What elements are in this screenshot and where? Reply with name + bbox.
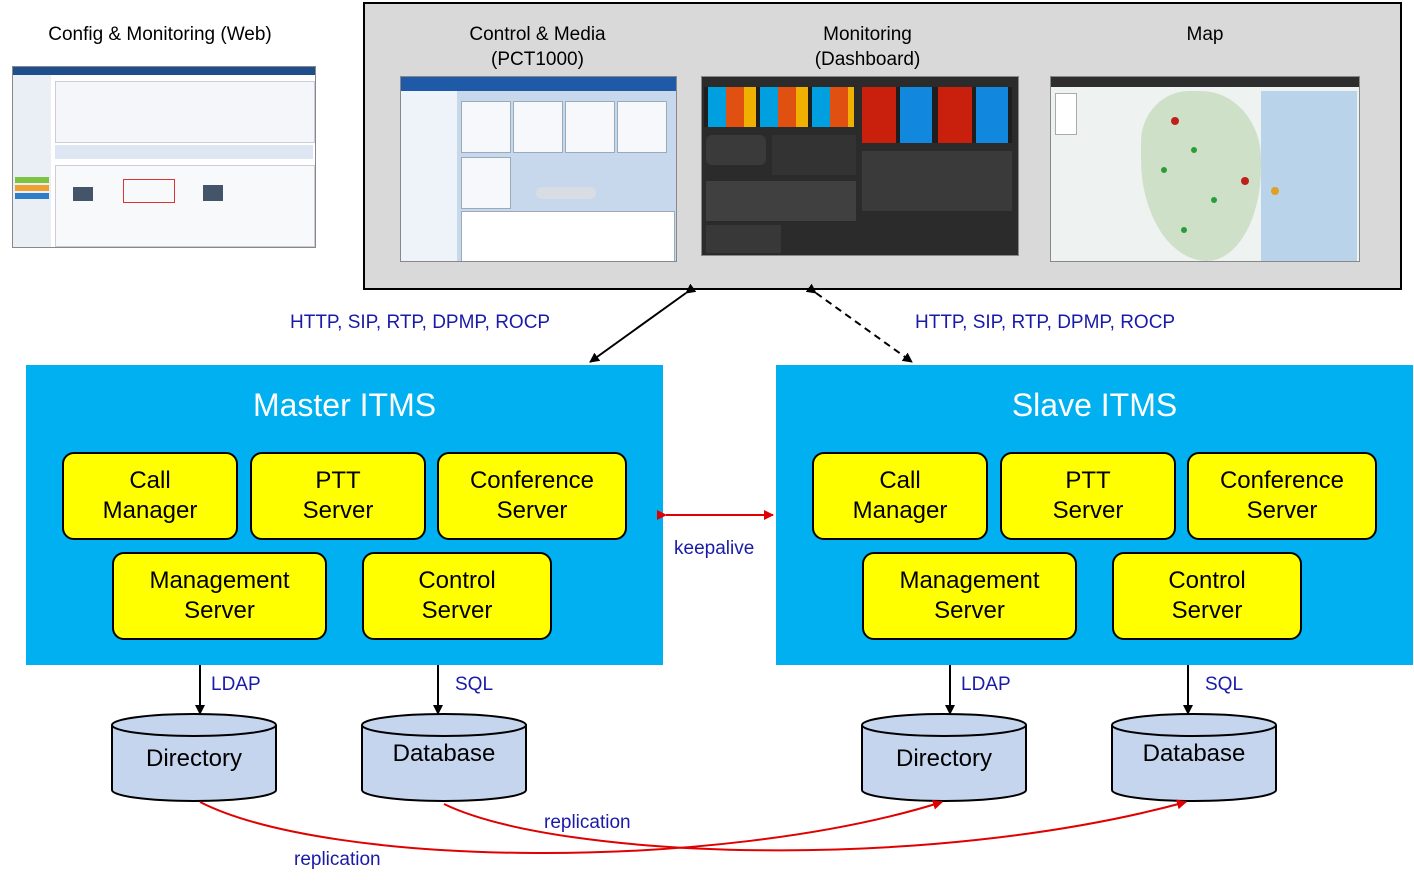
- dashboard-screenshot: [701, 76, 1019, 256]
- slave-itms-title: Slave ITMS: [1011, 387, 1178, 423]
- client-master-link: [589, 283, 697, 363]
- slave-database-cylinder: [1111, 713, 1277, 802]
- master-control-server: Control Server: [362, 552, 552, 640]
- web-console-screenshot: [12, 66, 316, 248]
- slave-conference-server: Conference Server: [1187, 452, 1377, 540]
- protocol-label-right: HTTP, SIP, RTP, DPMP, ROCP: [915, 312, 1176, 333]
- slave-management-server: Management Server: [862, 552, 1077, 640]
- monitoring-label: Monitoring (Dashboard): [814, 24, 921, 70]
- map-screenshot: [1050, 76, 1360, 262]
- master-call-manager: Call Manager: [62, 452, 238, 540]
- master-ptt-server: PTT Server: [250, 452, 426, 540]
- slave-itms: Slave ITMS Call Manager PTT Server Confe…: [776, 365, 1413, 665]
- master-database-cylinder: [361, 713, 527, 802]
- slave-directory-label: Directory: [895, 745, 992, 772]
- slave-call-manager: Call Manager: [812, 452, 988, 540]
- client-slave-link: [805, 283, 913, 363]
- control-media-label: Control & Media (PCT1000): [469, 24, 606, 70]
- slave-control-server: Control Server: [1112, 552, 1302, 640]
- directory-replication-arrow: [199, 799, 943, 854]
- master-itms: Master ITMS Call Manager PTT Server Conf…: [26, 365, 663, 665]
- master-ldap-label: LDAP: [211, 674, 261, 695]
- keepalive-label: keepalive: [674, 538, 755, 559]
- slave-ptt-server: PTT Server: [1000, 452, 1176, 540]
- protocol-label-left: HTTP, SIP, RTP, DPMP, ROCP: [290, 312, 551, 333]
- slave-ldap-label: LDAP: [961, 674, 1011, 695]
- directory-replication-label: replication: [294, 849, 381, 870]
- master-itms-title: Master ITMS: [252, 387, 437, 423]
- web-label: Config & Monitoring (Web): [48, 24, 272, 45]
- slave-database-label: Database: [1142, 740, 1246, 767]
- slave-directory-cylinder: [861, 713, 1027, 802]
- map-label: Map: [1186, 24, 1224, 45]
- master-directory-cylinder: [111, 713, 277, 802]
- master-database-label: Database: [392, 740, 496, 767]
- database-replication-label: replication: [544, 812, 631, 833]
- database-replication-arrow: [443, 799, 1187, 852]
- master-management-server: Management Server: [112, 552, 327, 640]
- dispatch-console-screenshot: [400, 76, 677, 262]
- slave-sql-label: SQL: [1205, 674, 1244, 695]
- master-directory-label: Directory: [145, 745, 242, 772]
- master-sql-label: SQL: [455, 674, 494, 695]
- master-conference-server: Conference Server: [437, 452, 627, 540]
